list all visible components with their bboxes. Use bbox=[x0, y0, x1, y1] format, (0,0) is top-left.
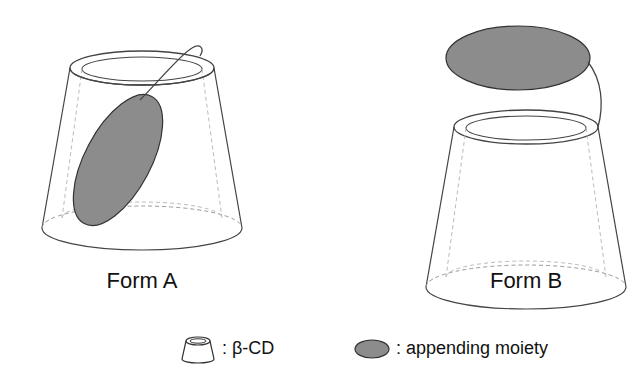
moiety-symbol bbox=[352, 334, 392, 364]
tether bbox=[140, 46, 202, 100]
legend-text: : appending moiety bbox=[396, 338, 548, 359]
form-label: Form B bbox=[490, 268, 562, 294]
moiety-inside bbox=[55, 81, 181, 239]
cyclodextrin-cup bbox=[42, 51, 242, 250]
legend-text: : β-CD bbox=[222, 338, 274, 359]
cup-symbol bbox=[178, 334, 218, 364]
moiety-outside bbox=[446, 26, 590, 90]
cyclodextrin-cup bbox=[426, 110, 626, 309]
tether bbox=[588, 62, 601, 127]
form-label: Form A bbox=[107, 268, 178, 294]
